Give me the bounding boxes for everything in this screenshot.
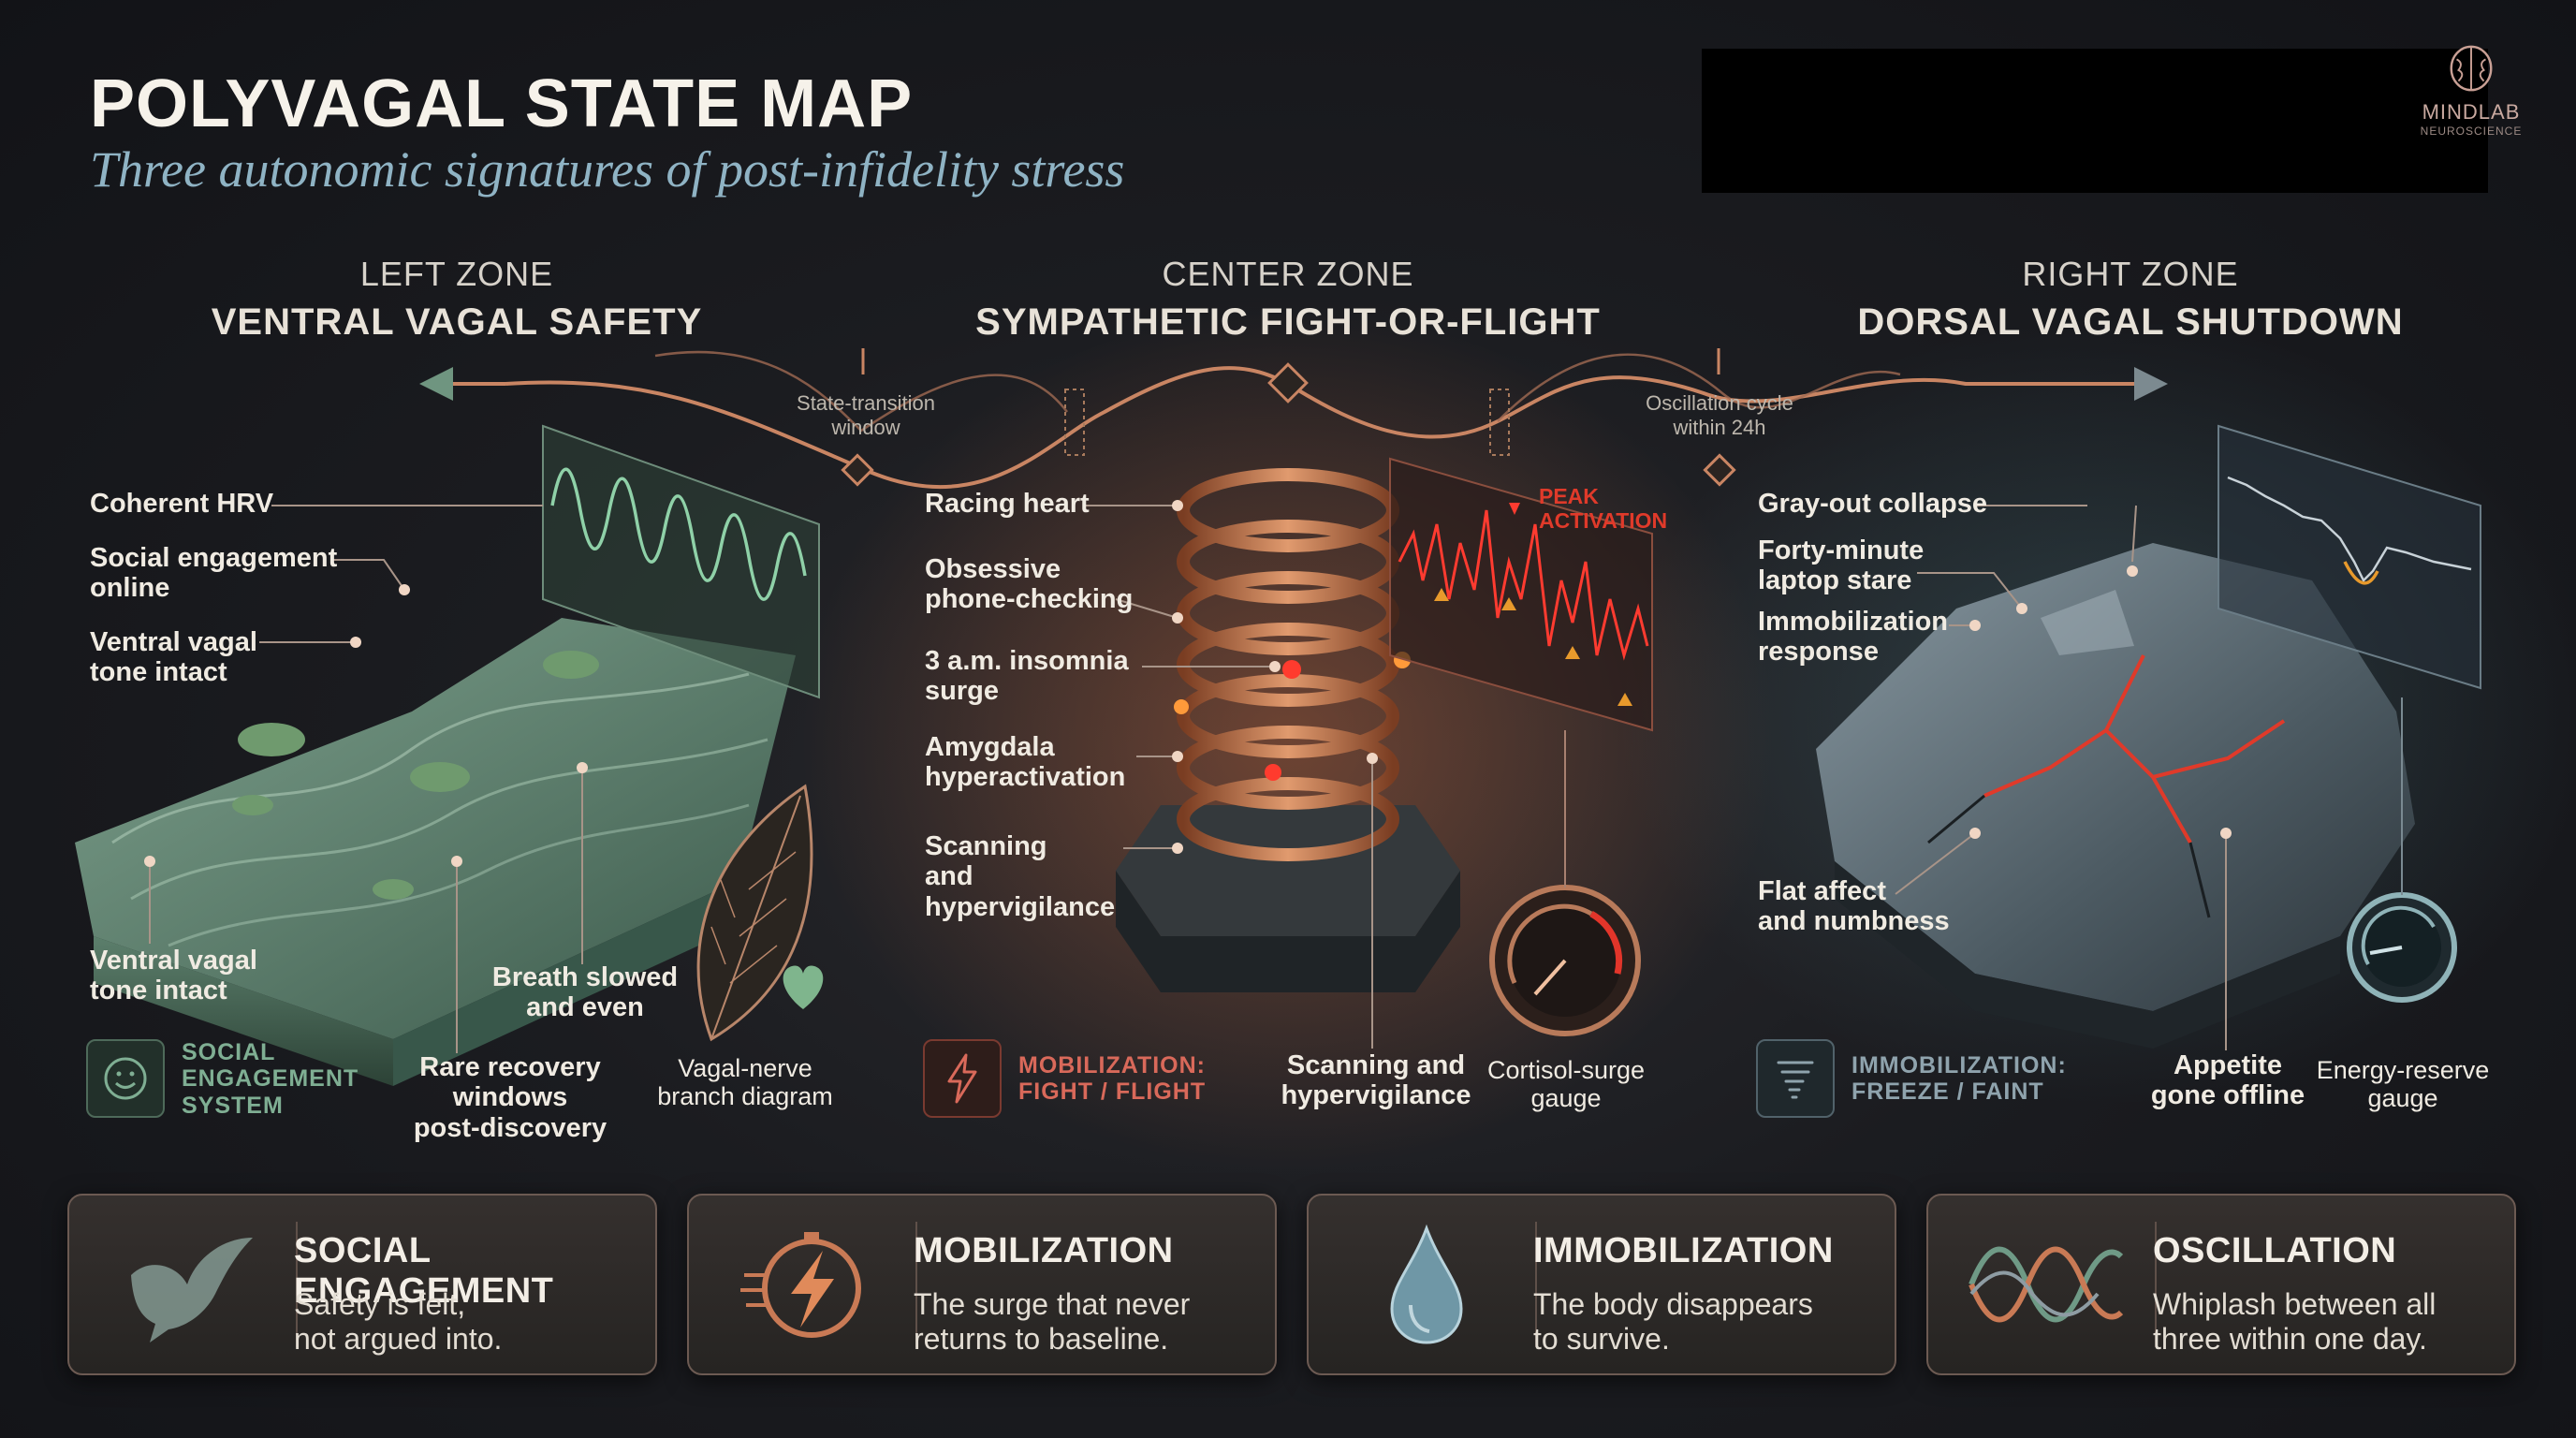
heart-icon (783, 965, 824, 1009)
page-subtitle: Three autonomic signatures of post-infid… (90, 141, 1125, 198)
oscillation-cycle-note: Oscillation cycle within 24h (1646, 391, 1793, 440)
state-transition-note: State-transition window (797, 391, 935, 440)
redacted-block (1702, 49, 2488, 193)
smiley-face-icon (86, 1039, 165, 1119)
intertwined-waves-icon (1953, 1214, 2140, 1355)
sympathetic-spring (1116, 468, 1460, 992)
card-title: SOCIAL ENGAGEMENT (294, 1231, 554, 1311)
card-title: IMMOBILIZATION (1533, 1231, 1834, 1270)
timeline-left-arrow-icon (419, 367, 453, 401)
center-zone-label: CENTER ZONE (1162, 255, 1414, 293)
brand-logo: MINDLAB NEUROSCIENCE (2415, 41, 2527, 138)
card-social-engagement: SOCIAL ENGAGEMENT Safety is felt,not arg… (67, 1194, 657, 1375)
state-timeline (419, 348, 2168, 490)
peak-activation-chart (1389, 457, 1653, 732)
water-drop-icon (1333, 1214, 1520, 1355)
leader-lines (149, 505, 2227, 1053)
card-title: MOBILIZATION (914, 1231, 1174, 1270)
lightning-bolt-icon (923, 1039, 1002, 1118)
coherent-hrv-chart (542, 424, 820, 699)
label-gray-out-collapse: Gray-out collapse (1758, 489, 1987, 519)
lightning-stopwatch-icon (713, 1214, 900, 1355)
right-zone-label: RIGHT ZONE (2022, 255, 2239, 293)
immobilization-chip: IMMOBILIZATION:FREEZE / FAINT (1756, 1039, 2067, 1118)
logo-name: MINDLAB (2422, 100, 2521, 124)
energy-reserve-gauge-icon (2347, 697, 2457, 1003)
mobilization-chip: MOBILIZATION:FIGHT / FLIGHT (923, 1039, 1206, 1118)
label-racing-heart: Racing heart (925, 489, 1090, 519)
dove-icon (94, 1214, 281, 1355)
left-zone-name: VENTRAL VAGAL SAFETY (211, 301, 703, 343)
timeline-right-arrow-icon (2134, 367, 2168, 401)
chip-label: IMMOBILIZATION:FREEZE / FAINT (1852, 1051, 2067, 1105)
ventral-water-basin (75, 618, 796, 1086)
leader-dots (144, 500, 2232, 867)
left-zone-label: LEFT ZONE (359, 255, 554, 293)
vagal-nerve-leaf-icon (696, 784, 813, 1042)
card-title: OSCILLATION (2153, 1231, 2397, 1270)
dorsal-stone (1816, 543, 2415, 1049)
page-title: POLYVAGAL STATE MAP (90, 66, 914, 141)
tornado-icon (1756, 1039, 1835, 1118)
cortisol-gauge-icon (1489, 730, 1641, 1036)
gray-out-chart (2217, 424, 2481, 690)
logo-tagline: NEUROSCIENCE (2420, 125, 2523, 138)
card-body: Safety is felt,not argued into. (294, 1287, 503, 1357)
label-coherent-hrv: Coherent HRV (90, 489, 274, 519)
peak-marker-icon (1509, 503, 1520, 515)
brain-icon (2450, 45, 2493, 92)
left-zone-header: LEFT ZONE VENTRAL VAGAL SAFETY (101, 255, 812, 344)
chip-label: MOBILIZATION:FIGHT / FLIGHT (1018, 1051, 1207, 1105)
